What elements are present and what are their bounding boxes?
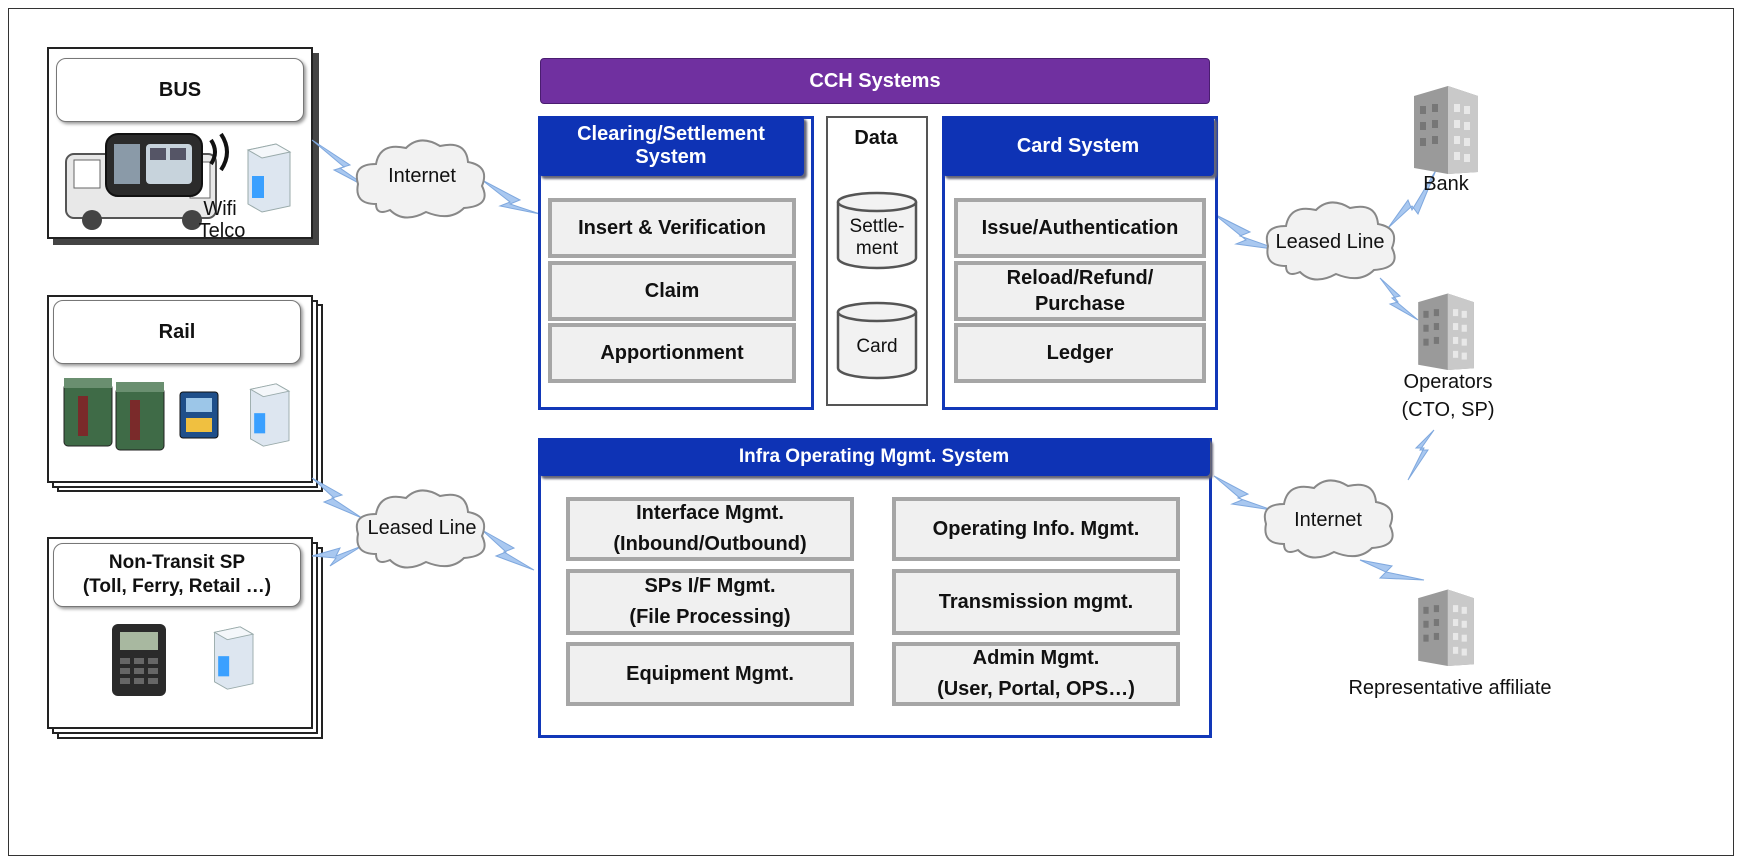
bus-terminal-illustration [65, 133, 217, 230]
internet-left-label: Internet [388, 165, 456, 187]
operating-info-mgmt-module: Operating Info. Mgmt. [892, 497, 1180, 561]
internet-cloud-right: Internet [1263, 479, 1394, 559]
bus-title: BUS [56, 58, 304, 122]
cch-systems-header: CCH Systems [540, 58, 1210, 104]
admin-mgmt-module: Admin Mgmt. (User, Portal, OPS…) [892, 642, 1180, 706]
sps-if-mgmt-module: SPs I/F Mgmt. (File Processing) [566, 569, 854, 635]
affiliate-label: Representative affiliate [1348, 677, 1552, 699]
claim-module: Claim [548, 261, 796, 321]
nontransit-title-line1: Non-Transit SP [108, 552, 246, 574]
operators-building-icon [1418, 293, 1474, 370]
nontransit-title: Non-Transit SP (Toll, Ferry, Retail …) [53, 543, 301, 607]
transmission-mgmt-module: Transmission mgmt. [892, 569, 1180, 635]
server-icon [246, 143, 292, 213]
operators-label: Operators (CTO, SP) [1380, 368, 1516, 424]
internet-right-label: Internet [1294, 509, 1362, 531]
leased-line-cloud-right: Leased Line [1265, 201, 1396, 281]
ledger-module: Ledger [954, 323, 1206, 383]
reload-refund-purchase-module: Reload/Refund/ Purchase [954, 261, 1206, 321]
wireless-signal-icon [209, 132, 229, 172]
settlement-line1: Settle- [850, 216, 905, 237]
affiliate-building-icon [1418, 589, 1474, 666]
rail-title: Rail [53, 300, 301, 364]
clearing-settlement-header: Clearing/Settlement System [538, 116, 804, 176]
leased-right-label: Leased Line [1276, 231, 1385, 253]
clearing-title-line2: System [635, 146, 707, 168]
settlement-database-icon: Settle- ment [836, 191, 918, 270]
rail-server-icon [249, 383, 291, 447]
apportionment-module: Apportionment [548, 323, 796, 383]
card-reader-icon [179, 391, 219, 439]
card-system-header: Card System [942, 116, 1214, 176]
card-db-label: Card [856, 336, 897, 357]
nontransit-server-icon [213, 626, 255, 690]
rail-gate-illustration [63, 378, 165, 451]
leased-line-cloud-left: Leased Line [355, 489, 486, 569]
internet-cloud-left: Internet [355, 139, 486, 219]
data-title: Data [854, 127, 898, 149]
infra-header: Infra Operating Mgmt. System [538, 438, 1210, 476]
operators-line1: Operators [1403, 371, 1493, 393]
insert-verification-module: Insert & Verification [548, 198, 796, 258]
operators-line2: (CTO, SP) [1401, 399, 1495, 421]
interface-mgmt-line2: (Inbound/Outbound) [613, 533, 807, 555]
settlement-line2: ment [856, 238, 899, 259]
wifi-label: Wifi [203, 198, 237, 220]
clearing-title-line1: Clearing/Settlement [577, 123, 765, 145]
interface-mgmt-module: Interface Mgmt. (Inbound/Outbound) [566, 497, 854, 561]
bank-building-icon [1414, 86, 1478, 174]
nontransit-title-line2: (Toll, Ferry, Retail …) [82, 576, 272, 597]
admin-mgmt-line2: (User, Portal, OPS…) [937, 678, 1135, 700]
telco-label: Telco [198, 220, 246, 242]
bank-label: Bank [1423, 173, 1469, 195]
card-database-icon: Card [836, 301, 918, 380]
sps-if-line1: SPs I/F Mgmt. [644, 575, 776, 597]
issue-authentication-module: Issue/Authentication [954, 198, 1206, 258]
reload-refund-line1: Reload/Refund/ [1006, 267, 1154, 289]
interface-mgmt-line1: Interface Mgmt. [636, 502, 784, 524]
reload-refund-line2: Purchase [1034, 293, 1126, 315]
leased-left-label: Leased Line [368, 517, 477, 539]
sps-if-line2: (File Processing) [629, 606, 791, 628]
equipment-mgmt-module: Equipment Mgmt. [566, 642, 854, 706]
admin-mgmt-line1: Admin Mgmt. [972, 647, 1100, 669]
payment-terminal-icon [112, 624, 166, 696]
